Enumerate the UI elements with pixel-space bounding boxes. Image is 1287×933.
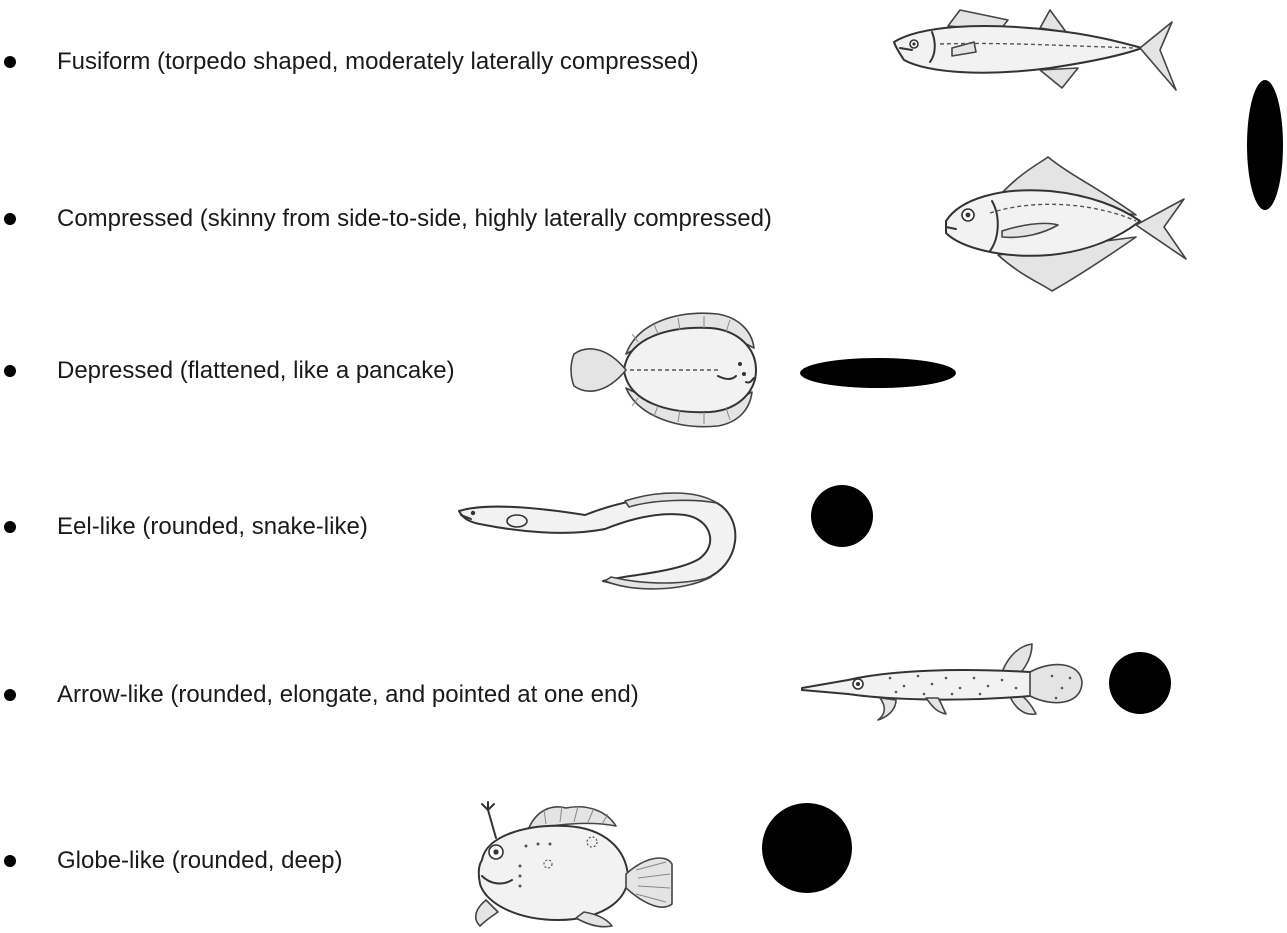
bullet-icon [4,56,16,68]
eel-icon [455,485,745,595]
bullet-icon [4,855,16,867]
large-circle-shape [762,803,852,893]
vertical-ellipse-shape [1247,80,1283,210]
mackerel-fish-icon [890,4,1180,94]
bullet-icon [4,689,16,701]
anglerfish-icon [466,800,676,933]
butterfish-icon [940,155,1190,295]
item-label: Globe-like (rounded, deep) [57,846,343,876]
bullet-icon [4,521,16,533]
flat-ellipse-shape [800,358,956,388]
circle-shape [811,485,873,547]
item-label: Fusiform (torpedo shaped, moderately lat… [57,47,699,77]
item-label: Eel-like (rounded, snake-like) [57,512,368,542]
bullet-icon [4,213,16,225]
bullet-icon [4,365,16,377]
flounder-icon [568,308,763,433]
gar-icon [800,642,1085,727]
item-label: Arrow-like (rounded, elongate, and point… [57,680,639,710]
circle-shape [1109,652,1171,714]
item-label: Depressed (flattened, like a pancake) [57,356,455,386]
item-label: Compressed (skinny from side-to-side, hi… [57,204,772,234]
